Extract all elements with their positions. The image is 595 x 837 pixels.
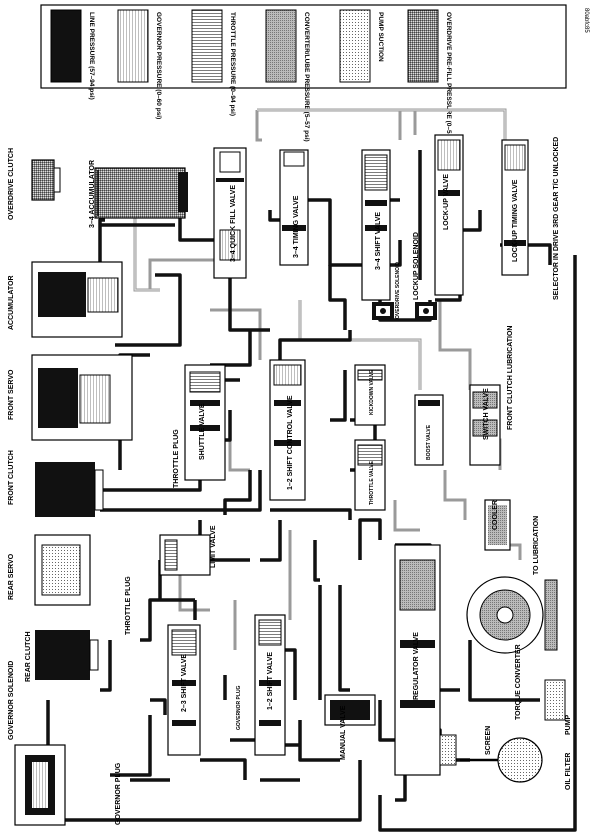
label-oil-filter: OIL FILTER: [565, 753, 572, 790]
shift-control-valve-12: [269, 359, 306, 501]
label-front-servo: FRONT SERVO: [8, 369, 15, 420]
label-governor-plug-lower: GOVERNOR PLUG: [236, 685, 242, 730]
overdrive-clutch: [31, 159, 61, 201]
label-governor-plug: GOVERNOR PLUG: [115, 762, 122, 825]
cooler: [484, 499, 511, 551]
lockup-timing-valve: [501, 139, 529, 276]
shift-valve-34: [361, 149, 391, 301]
limit-valve: [159, 534, 211, 576]
label-shift-valve-12: 1–2 SHIFT VALVE: [267, 652, 274, 710]
label-quick-fill-valve: 3–4 QUICK FILL VALVE: [230, 185, 237, 262]
rear-servo: [34, 534, 91, 606]
throttle-valve: [354, 439, 386, 511]
legend-label-line-pressure: LINE PRESSURE (57–94 psi): [88, 12, 95, 100]
switch-valve: [469, 384, 501, 466]
label-front-clutch-lubrication: FRONT CLUTCH LUBRICATION: [507, 326, 514, 430]
front-servo: [31, 354, 133, 441]
label-pump: PUMP: [565, 714, 572, 735]
oil-filter: [460, 737, 543, 783]
label-cooler: COOLER: [492, 500, 499, 530]
legend-label-throttle: THROTTLE PRESSURE (0–94 psi): [229, 12, 236, 116]
legend-swatch-line-pressure: [50, 9, 82, 83]
label-switch-valve: SWITCH VALVE: [483, 388, 490, 440]
timing-valve-34: [279, 149, 309, 266]
converter-lube-circuits-inner: [134, 109, 506, 390]
label-throttle-plug-upper: THROTTLE PLUG: [173, 429, 180, 488]
governor: [14, 744, 66, 826]
label-lockup-valve: LOCK-UP VALVE: [443, 174, 450, 230]
label-to-lubrication: TO LUBRICATION: [533, 516, 540, 575]
legend-swatch-prefill: [407, 9, 439, 83]
label-regulator-valve: REGULATOR VALVE: [413, 632, 420, 700]
label-throttle-plug-lower: THROTTLE PLUG: [125, 576, 132, 635]
legend-swatch-suction: [339, 9, 371, 83]
label-overdrive-solenoid: OVERDRIVE SOLENOID: [395, 262, 401, 319]
label-timing-valve-34: 3–4 TIMING VALVE: [293, 195, 300, 258]
label-shift-control-valve-12: 1–2 SHIFT CONTROL VALVE: [287, 395, 294, 490]
label-throttle-valve: THROTTLE VALVE: [369, 460, 375, 505]
label-governor-solenoid: GOVERNOR SOLENOID: [8, 661, 15, 740]
torque-converter: [466, 576, 558, 654]
label-screen: SCREEN: [485, 726, 492, 755]
label-torque-converter: TORQUE CONVERTER: [515, 644, 522, 720]
shift-valve-23: [167, 624, 201, 756]
front-clutch: [35, 462, 104, 517]
boost-valve: [414, 394, 444, 466]
label-manual-valve: MANUAL VALVE: [340, 705, 347, 760]
label-limit-valve: LIMIT VALVE: [210, 525, 217, 568]
overdrive-solenoid: [372, 302, 394, 320]
label-lockup-solenoid: LOCKUP SOLENOID: [413, 232, 420, 300]
pump: [544, 679, 566, 721]
manual-valve: [324, 694, 376, 726]
figure-code: 80abfc85: [583, 8, 589, 33]
label-boost-valve: BOOST VALVE: [426, 424, 432, 460]
label-shift-valve-23: 2–3 SHIFT VALVE: [181, 654, 188, 712]
label-kickdown-valve: KICKDOWN VALVE: [369, 369, 375, 415]
lockup-valve: [434, 134, 464, 296]
kickdown-valve: [354, 364, 386, 426]
label-accumulator-34: 3–4 ACCUMULATOR: [89, 160, 96, 228]
screen: [439, 734, 457, 766]
regulator-valve: [394, 544, 441, 776]
accumulator: [31, 261, 123, 338]
label-overdrive-clutch: OVERDRIVE CLUTCH: [8, 148, 15, 220]
legend-label-suction: PUMP SUCTION: [377, 12, 384, 62]
label-shift-valve-34: 3–4 SHIFT VALVE: [375, 212, 382, 270]
legend-swatch-converter: [265, 9, 297, 83]
lockup-solenoid: [415, 302, 437, 320]
shift-valve-12: [254, 614, 286, 756]
quick-fill-valve: [213, 147, 247, 279]
accumulator-34: [94, 167, 188, 219]
legend: LINE PRESSURE (57–94 psi) GOVERNOR PRESS…: [40, 4, 567, 147]
legend-label-prefill: OVERDRIVE PRE-FILL PRESSURE (0–5 psi): [445, 12, 452, 147]
label-lockup-timing-valve: LOCK-UP TIMING VALVE: [512, 179, 519, 262]
label-rear-servo: REAR SERVO: [8, 553, 15, 600]
legend-swatch-governor: [117, 9, 149, 83]
shuttle-valve: [184, 364, 226, 481]
label-rear-clutch: REAR CLUTCH: [25, 631, 32, 682]
line-pressure-circuits: [46, 150, 577, 832]
legend-label-governor: GOVERNOR PRESSURE (0–60 psi): [155, 12, 162, 119]
label-selector-note: SELECTOR IN DRIVE 3RD GEAR T/C UNLOCKED: [553, 137, 560, 300]
label-front-clutch: FRONT CLUTCH: [8, 450, 15, 505]
legend-label-converter: CONVERTER/LUBE PRESSURE (5–57 psi): [303, 12, 310, 142]
label-accumulator: ACCUMULATOR: [8, 275, 15, 330]
legend-swatch-throttle: [191, 9, 223, 83]
label-shuttle-valve: SHUTTLE VALVE: [199, 403, 206, 460]
rear-clutch: [35, 630, 99, 680]
